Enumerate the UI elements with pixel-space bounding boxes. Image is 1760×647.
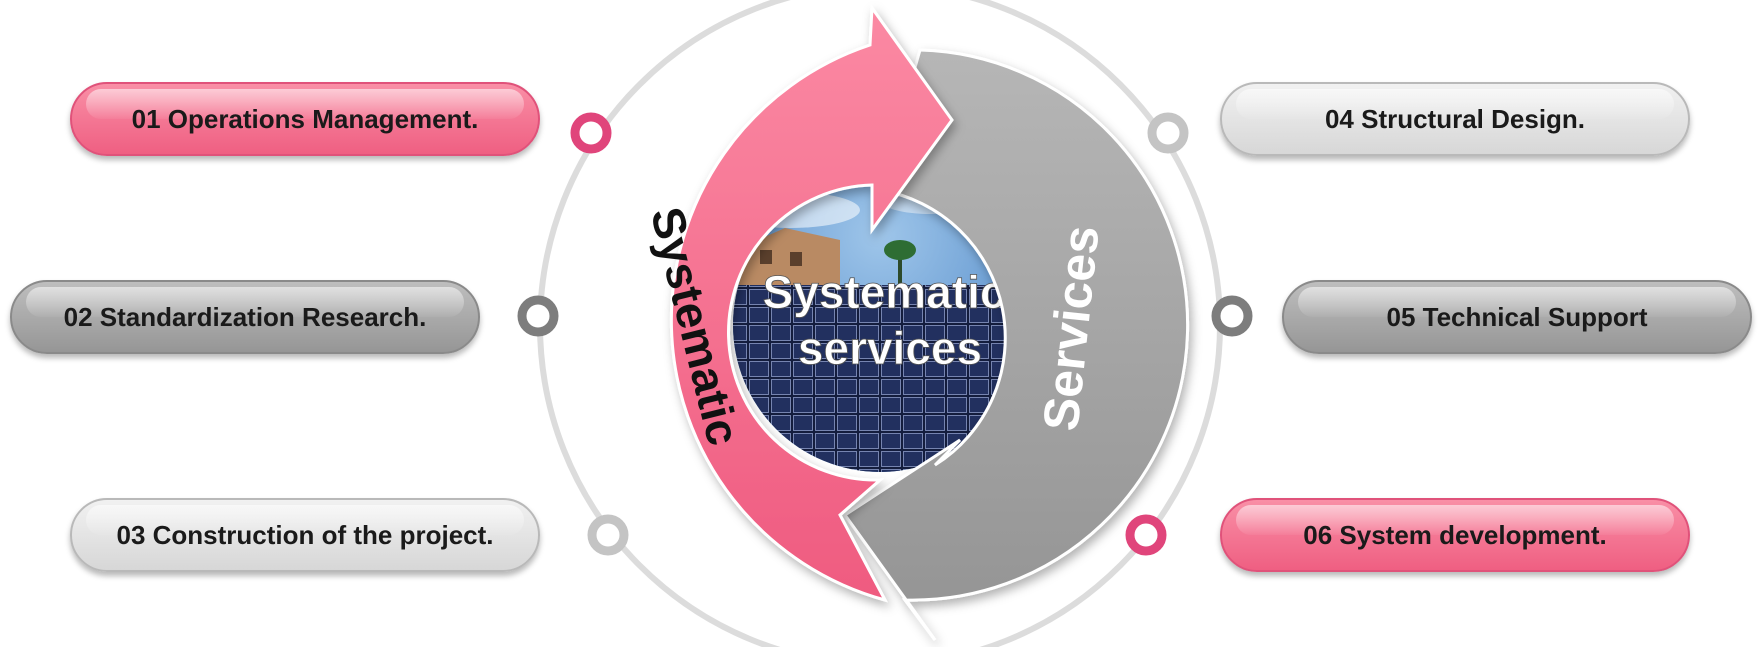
item-05-label: 05 Technical Support — [1386, 301, 1648, 332]
marker-04 — [1147, 112, 1189, 154]
marker-05 — [1211, 295, 1253, 337]
item-03-construction: 03 Construction of the project. — [70, 498, 540, 572]
services-arrow — [842, 48, 1190, 641]
item-02-standardization-research: 02 Standardization Research. — [10, 280, 480, 354]
marker-03 — [587, 514, 629, 556]
marker-01 — [570, 112, 612, 154]
marker-06 — [1125, 514, 1167, 556]
item-04-label: 04 Structural Design. — [1324, 103, 1586, 134]
item-06-system-development: 06 System development. — [1220, 498, 1690, 572]
item-06-label: 06 System development. — [1303, 519, 1607, 550]
item-01-operations-management: 01 Operations Management. — [70, 82, 540, 156]
item-01-label: 01 Operations Management. — [131, 103, 479, 134]
marker-02 — [517, 295, 559, 337]
item-02-label: 02 Standardization Research. — [63, 301, 427, 332]
item-05-technical-support: 05 Technical Support — [1282, 280, 1752, 354]
item-03-label: 03 Construction of the project. — [116, 519, 494, 550]
center-title-line2: services — [798, 322, 982, 374]
center-title-line1: Systematic — [763, 266, 1006, 318]
systematic-arrow — [669, 3, 954, 603]
item-04-structural-design: 04 Structural Design. — [1220, 82, 1690, 156]
